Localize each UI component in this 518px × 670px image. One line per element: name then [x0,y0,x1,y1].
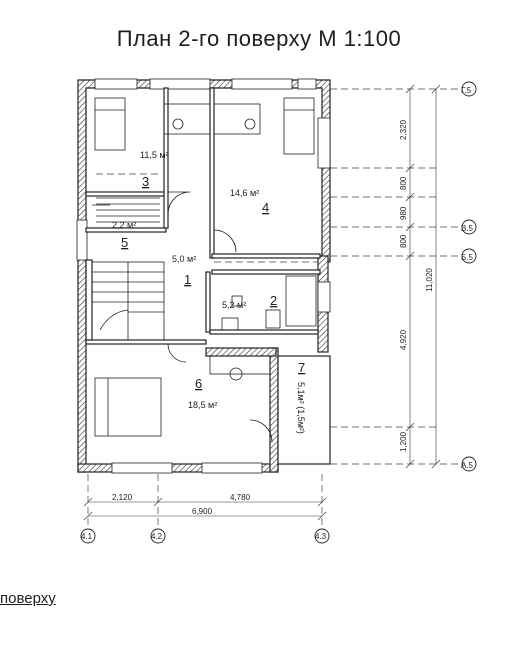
right-dimension-chain: 2,320 800 980 800 4,920 1,200 11,020 [399,84,441,469]
dim-right-2: 800 [399,176,408,190]
axis-markers-right: Г.5 В.5 Б.5 А.5 [461,81,477,472]
floor-caption: поверху [0,590,56,607]
staircase [91,261,165,341]
dim-right-5: 4,920 [399,329,408,350]
door-swings [92,191,273,443]
furniture [94,97,318,437]
room-3-area: 11,5 м² [140,150,169,160]
room-5-number: 5 [121,235,128,250]
axis-markers-bottom: 4.1 4.2 4.3 [80,528,330,544]
room-4-number: 4 [262,200,269,215]
axis-label-v5: В.5 [461,224,474,233]
room-3-number: 3 [142,174,149,189]
dim-bottom-1: 2,120 [112,493,133,502]
axis-label-a5: А.5 [461,461,474,470]
dim-right-1: 2,320 [399,119,408,140]
dim-bottom-total: 6,900 [192,507,213,516]
bottom-dimension-chain: 2,120 4,780 6,900 [83,493,327,521]
dim-right-total: 11,020 [425,268,434,292]
room-1-number: 1 [184,272,191,287]
room-2-area: 5,2 м² [222,300,246,310]
room-4-area: 14,6 м² [230,188,259,198]
room-6-number: 6 [195,376,202,391]
room-7-area: 5,1м² (1,5м²) [296,382,306,434]
balcony-area [277,355,331,465]
room-2-number: 2 [270,293,277,308]
axis-label-b5: Б.5 [461,253,473,262]
dim-right-4: 800 [399,234,408,248]
room-labels: 3 11,5 м² 4 14,6 м² 2,2 м² 5 5,0 м² 1 2 … [112,150,306,434]
room-5-area: 2,2 м² [112,220,136,230]
axis-label-41: 4.1 [81,532,93,541]
dim-right-3: 980 [399,206,408,220]
interior-walls [85,87,321,345]
dim-right-6: 1,200 [399,431,408,452]
room-7-number: 7 [298,360,305,375]
axis-label-g5: Г.5 [461,86,472,95]
room-1-area: 5,0 м² [172,254,196,264]
plan-title: План 2-го поверху М 1:100 [116,26,402,51]
axis-label-42: 4.2 [151,532,163,541]
windows [76,78,331,474]
dim-bottom-2: 4,780 [230,493,251,502]
room-6-area: 18,5 м² [188,400,217,410]
axis-label-43: 4.3 [315,532,327,541]
